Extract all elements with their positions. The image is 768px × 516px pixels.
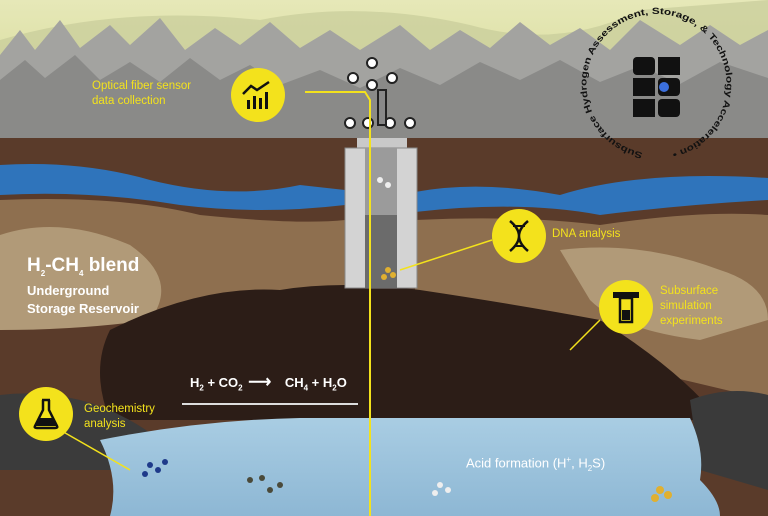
t: -CH xyxy=(45,255,79,276)
t: Acid formation (H xyxy=(466,455,567,471)
t: O xyxy=(336,375,347,390)
t: blend xyxy=(83,255,140,276)
rock-tan xyxy=(0,227,768,340)
optical-fiber-line xyxy=(305,91,371,516)
t: 2 xyxy=(238,383,243,393)
rock-right xyxy=(690,391,768,490)
pointer-dna xyxy=(399,239,493,271)
t: , H xyxy=(571,455,588,471)
t: 2 xyxy=(40,268,46,278)
t: 2 xyxy=(587,463,593,473)
blend-title: H2-CH4 blend xyxy=(27,255,139,285)
t: 2 xyxy=(332,383,337,393)
t: + xyxy=(566,455,572,464)
t: H xyxy=(190,375,200,390)
reservoir xyxy=(100,285,720,420)
simulation-label: Subsurface simulation experiments xyxy=(660,284,723,329)
dna-icon xyxy=(492,209,546,263)
pointer-geochem xyxy=(59,429,131,471)
acid-formation-label: Acid formation (H+, H2S) xyxy=(466,452,605,476)
label-line: analysis xyxy=(84,418,126,430)
t: H xyxy=(27,255,41,276)
label-line: experiments xyxy=(660,315,723,327)
equation-underline xyxy=(182,403,358,405)
methanogenesis-equation: H2 + CO2 ⟶ CH4 + H2O xyxy=(190,372,347,393)
t: + H xyxy=(308,375,333,390)
t: S) xyxy=(592,455,606,471)
label-line: simulation xyxy=(660,300,712,312)
flask-icon xyxy=(19,387,73,441)
simulation-apparatus-icon xyxy=(599,280,653,334)
t: 4 xyxy=(303,383,309,393)
label-line: Geochemistry xyxy=(84,403,155,415)
label-line: Underground xyxy=(27,283,110,298)
t: CH xyxy=(284,375,304,390)
dna-label: DNA analysis xyxy=(552,228,621,240)
microbe-clusters xyxy=(142,177,672,502)
reservoir-label: Underground Storage Reservoir xyxy=(27,282,139,318)
flame-icon xyxy=(659,82,669,92)
aquifer xyxy=(0,164,768,215)
chart-line-icon xyxy=(231,68,285,122)
arrow-icon: ⟶ xyxy=(248,374,272,391)
label-line: Subsurface xyxy=(660,285,719,297)
geochemistry-label: Geochemistry analysis xyxy=(84,402,155,432)
t: + CO xyxy=(203,375,239,390)
pointer-simulation xyxy=(569,319,601,351)
label-line: data collection xyxy=(92,95,166,107)
t: 2 xyxy=(199,383,204,393)
water xyxy=(100,418,720,516)
label-line: Optical fiber sensor xyxy=(92,80,192,92)
label-line: Storage Reservoir xyxy=(27,301,139,316)
optical-fiber-label: Optical fiber sensor data collection xyxy=(92,79,191,109)
t: 4 xyxy=(78,268,84,278)
